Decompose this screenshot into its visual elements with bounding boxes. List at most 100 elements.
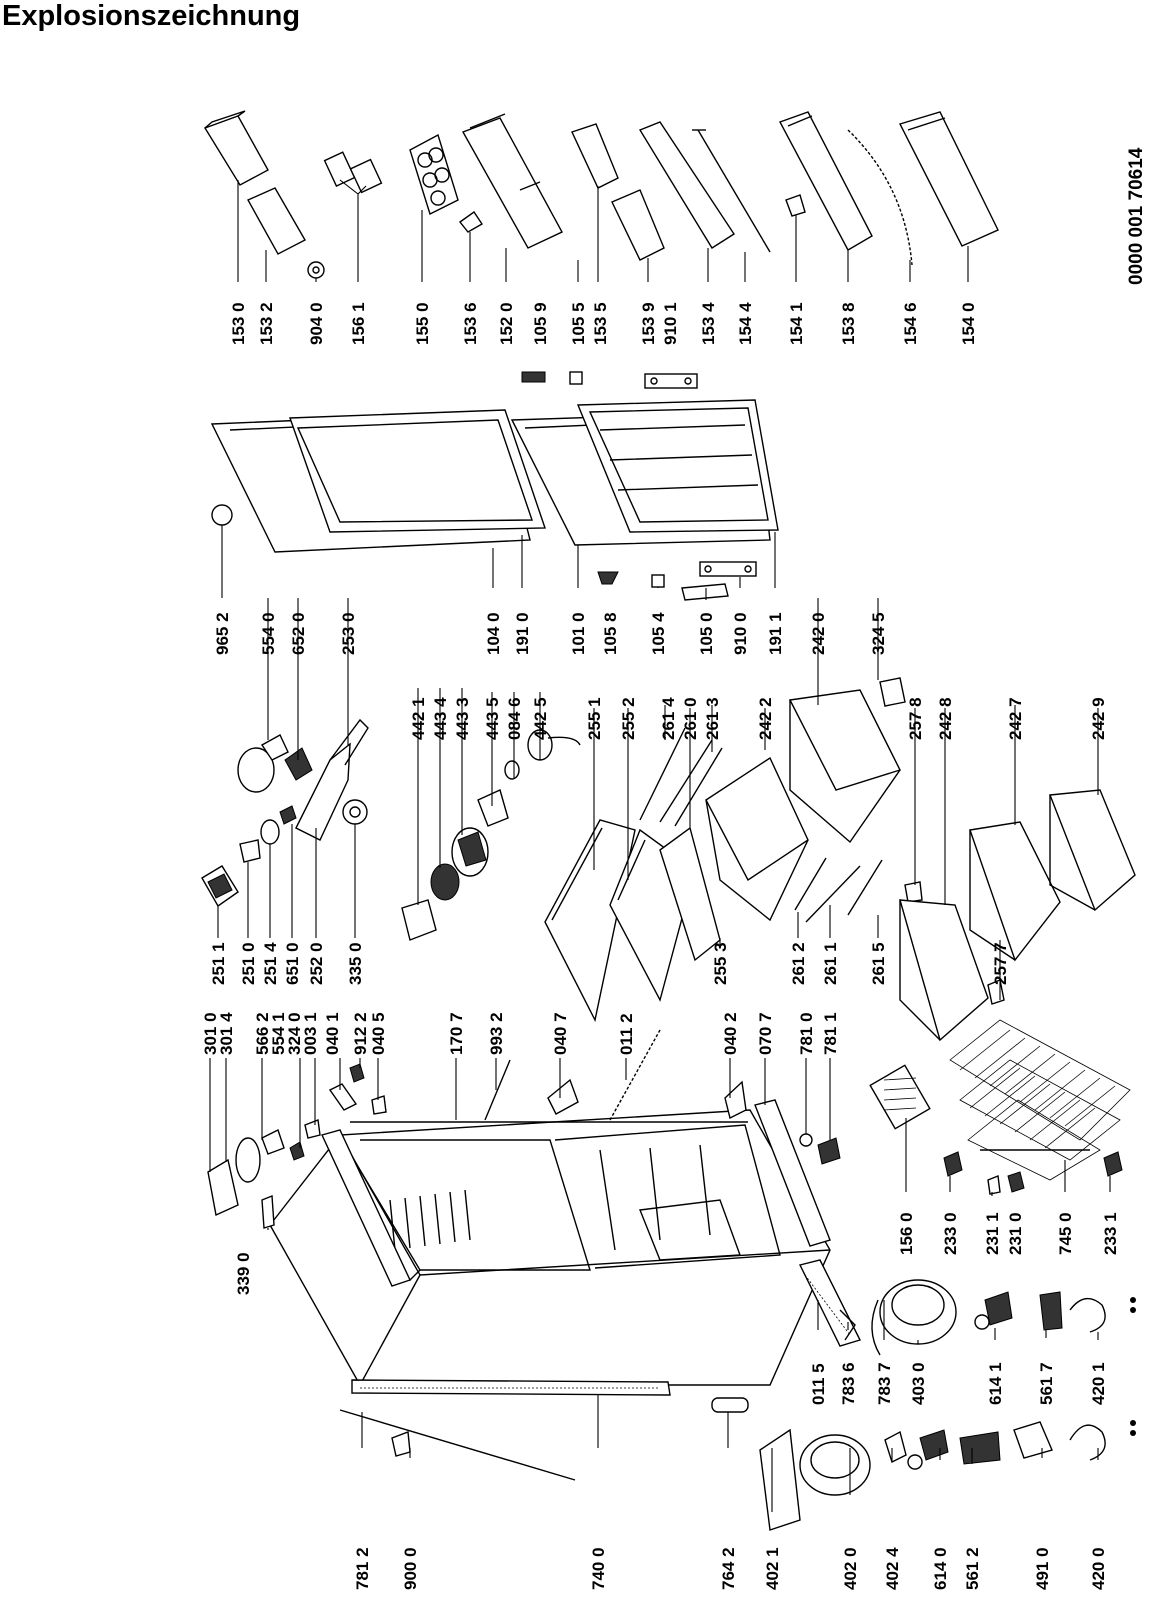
page-title: Explosionszeichnung	[2, 0, 301, 32]
label-1059: 105 9	[531, 302, 550, 345]
label-1540: 154 0	[959, 302, 978, 345]
label-5540: 554 0	[259, 612, 278, 655]
label-1530: 153 0	[229, 302, 248, 345]
label-0405: 040 5	[369, 1012, 388, 1055]
label-9652: 965 2	[213, 612, 232, 655]
hinge-hardware	[207, 1029, 841, 1229]
label-0846: 084 6	[505, 697, 524, 740]
label-0031: 003 1	[301, 1012, 320, 1055]
callout-labels: 153 0 153 2 904 0 156 1 155 0 153 6 152 …	[201, 302, 1120, 1590]
label-1538: 153 8	[839, 302, 858, 345]
label-1055: 105 5	[569, 302, 588, 345]
label-3350: 335 0	[346, 942, 365, 985]
label-2511: 251 1	[209, 942, 228, 985]
label-6140: 614 0	[931, 1547, 950, 1590]
label-2530: 253 0	[339, 612, 358, 655]
label-1550: 155 0	[413, 302, 432, 345]
label-4024: 402 4	[883, 1547, 902, 1590]
label-2310: 231 0	[1006, 1212, 1025, 1255]
doors	[210, 399, 779, 601]
label-2552: 255 2	[619, 697, 638, 740]
label-4433: 443 3	[453, 697, 472, 740]
label-7836: 783 6	[839, 1362, 858, 1405]
label-1520: 152 0	[497, 302, 516, 345]
label-6510: 651 0	[283, 942, 302, 985]
wire-shelves	[869, 1019, 1131, 1195]
fan-motor-parts	[401, 729, 581, 941]
label-1535: 153 5	[591, 302, 610, 345]
label-2614: 261 4	[659, 697, 678, 740]
label-1541: 154 1	[787, 302, 806, 345]
label-2420: 242 0	[809, 612, 828, 655]
label-0401: 040 1	[323, 1012, 342, 1055]
label-4200: 420 0	[1089, 1547, 1108, 1590]
label-1560: 156 0	[897, 1212, 916, 1255]
door-accessory-parts	[203, 110, 999, 389]
label-3245: 324 5	[869, 612, 888, 655]
label-5662: 566 2	[253, 1012, 272, 1055]
label-1911: 191 1	[766, 612, 785, 655]
label-2611: 261 1	[821, 942, 840, 985]
freezer-drawers	[705, 677, 1136, 1042]
label-2613: 261 3	[703, 697, 722, 740]
label-2510: 251 0	[239, 942, 258, 985]
label-3240: 324 0	[285, 1012, 304, 1055]
label-5612: 561 2	[963, 1547, 982, 1590]
label-4201: 420 1	[1089, 1362, 1108, 1405]
label-5617: 561 7	[1037, 1362, 1056, 1405]
label-2422: 242 2	[756, 697, 775, 740]
label-1544: 154 4	[736, 302, 755, 345]
label-2577: 257 7	[991, 942, 1010, 985]
label-7450: 745 0	[1056, 1212, 1075, 1255]
label-6520: 652 0	[289, 612, 308, 655]
label-4910: 491 0	[1033, 1547, 1052, 1590]
label-9040: 904 0	[307, 302, 326, 345]
label-9932: 993 2	[487, 1012, 506, 1055]
glass-shelves	[544, 727, 883, 1023]
label-1054: 105 4	[649, 612, 668, 655]
label-1561: 156 1	[349, 302, 368, 345]
label-1058: 105 8	[601, 612, 620, 655]
label-4425: 442 5	[531, 697, 550, 740]
label-9000: 900 0	[401, 1547, 420, 1590]
label-2311: 231 1	[983, 1212, 1002, 1255]
label-1532: 153 2	[257, 302, 276, 345]
compressor-parts	[339, 1279, 1136, 1531]
label-7811: 781 1	[821, 1012, 840, 1055]
label-1707: 170 7	[447, 1012, 466, 1055]
label-1010: 101 0	[569, 612, 588, 655]
label-2427: 242 7	[1006, 697, 1025, 740]
label-2578: 257 8	[906, 697, 925, 740]
label-2331: 233 1	[1101, 1212, 1120, 1255]
label-2428: 242 8	[936, 697, 955, 740]
label-0707: 070 7	[756, 1012, 775, 1055]
label-2610: 261 0	[681, 697, 700, 740]
cabinet-body	[269, 1099, 861, 1396]
label-6141: 614 1	[986, 1362, 1005, 1405]
label-4421: 442 1	[409, 697, 428, 740]
label-0115: 011 5	[809, 1363, 828, 1405]
label-1910: 191 0	[513, 612, 532, 655]
label-0407: 040 7	[551, 1012, 570, 1055]
label-4435: 443 5	[483, 697, 502, 740]
label-4030: 403 0	[909, 1362, 928, 1405]
label-2553: 255 3	[711, 942, 730, 985]
label-1539: 153 9	[639, 302, 658, 345]
label-7837: 783 7	[875, 1362, 894, 1405]
thermostat-lamp-parts	[201, 718, 369, 908]
label-7400: 740 0	[589, 1547, 608, 1590]
label-2551: 255 1	[585, 697, 604, 740]
label-1536: 153 6	[461, 302, 480, 345]
label-9122: 912 2	[351, 1012, 370, 1055]
label-3010: 301 0	[201, 1012, 220, 1055]
label-1534: 153 4	[699, 302, 718, 345]
label-2612: 261 2	[789, 942, 808, 985]
label-4021: 402 1	[763, 1547, 782, 1590]
label-3014: 301 4	[217, 1012, 236, 1055]
label-7810: 781 0	[797, 1012, 816, 1055]
label-0402: 040 2	[721, 1012, 740, 1055]
label-1050: 105 0	[697, 612, 716, 655]
label-7812: 781 2	[353, 1547, 372, 1590]
label-2514: 251 4	[261, 942, 280, 985]
